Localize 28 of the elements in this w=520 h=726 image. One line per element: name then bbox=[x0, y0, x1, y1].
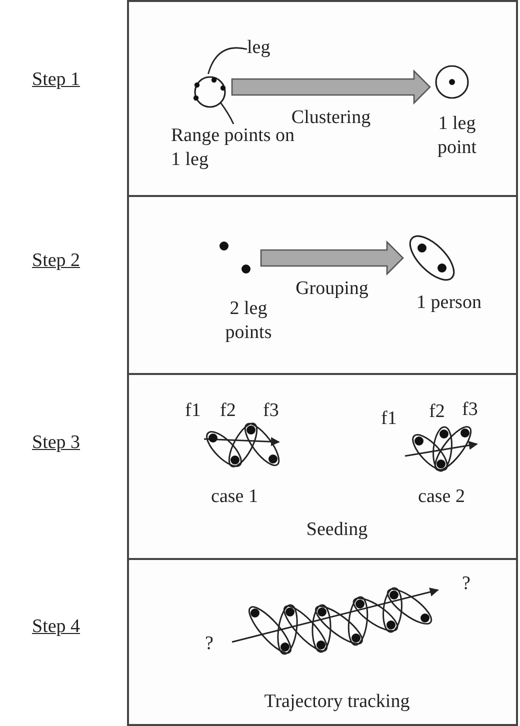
caption-text: 2 leg points bbox=[224, 297, 273, 345]
block-arrow bbox=[260, 240, 404, 276]
dot-pair-ellipse bbox=[407, 233, 457, 283]
step-caption: Seeding bbox=[305, 518, 369, 542]
frame-label: f3 bbox=[462, 398, 478, 422]
step-label: Step 3 bbox=[32, 431, 80, 455]
point-cluster-circle bbox=[192, 74, 228, 110]
caption-text: 1 person bbox=[416, 291, 482, 315]
step-label: Step 2 bbox=[32, 249, 80, 273]
step-caption: Trajectory tracking bbox=[263, 690, 411, 714]
frame-label: f2 bbox=[429, 400, 445, 424]
leader-line bbox=[220, 102, 234, 124]
question-mark: ? bbox=[205, 632, 214, 656]
frame-label: f2 bbox=[220, 399, 236, 423]
edge-label: Grouping bbox=[294, 277, 370, 301]
block-arrow bbox=[231, 69, 431, 105]
caption-text: 1 leg point bbox=[436, 112, 478, 160]
caption-text: case 2 bbox=[417, 485, 466, 509]
caption-text: case 1 bbox=[210, 485, 259, 509]
step-label: Step 4 bbox=[32, 615, 80, 639]
frame-label: f1 bbox=[381, 407, 397, 431]
frame-label: f1 bbox=[185, 399, 201, 423]
annotation-text: leg bbox=[247, 36, 287, 60]
step-label: Step 1 bbox=[32, 68, 80, 92]
leader-line bbox=[208, 47, 248, 74]
circled-dot bbox=[434, 64, 470, 100]
frame-label: f3 bbox=[263, 399, 279, 423]
question-mark: ? bbox=[462, 572, 470, 596]
